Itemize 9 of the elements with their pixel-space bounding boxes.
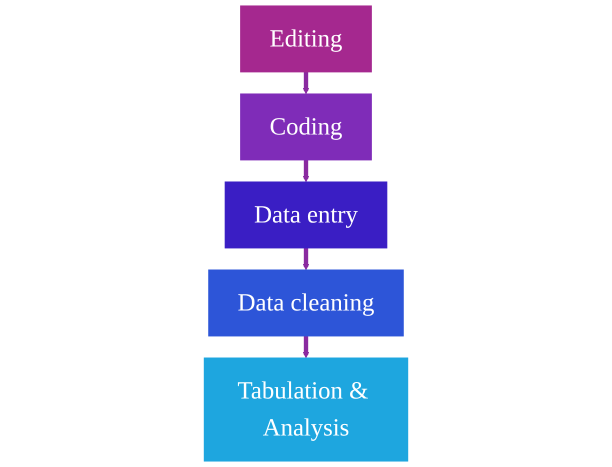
node-box: Coding xyxy=(240,93,372,160)
node-box: Data cleaning xyxy=(208,270,404,336)
arrow xyxy=(302,336,310,358)
node-box: Tabulation & Analysis xyxy=(204,358,408,462)
arrow xyxy=(302,72,310,94)
node-box: Editing xyxy=(240,5,372,72)
arrow xyxy=(302,160,310,182)
node-box: Data entry xyxy=(224,182,388,248)
arrow xyxy=(302,248,310,270)
